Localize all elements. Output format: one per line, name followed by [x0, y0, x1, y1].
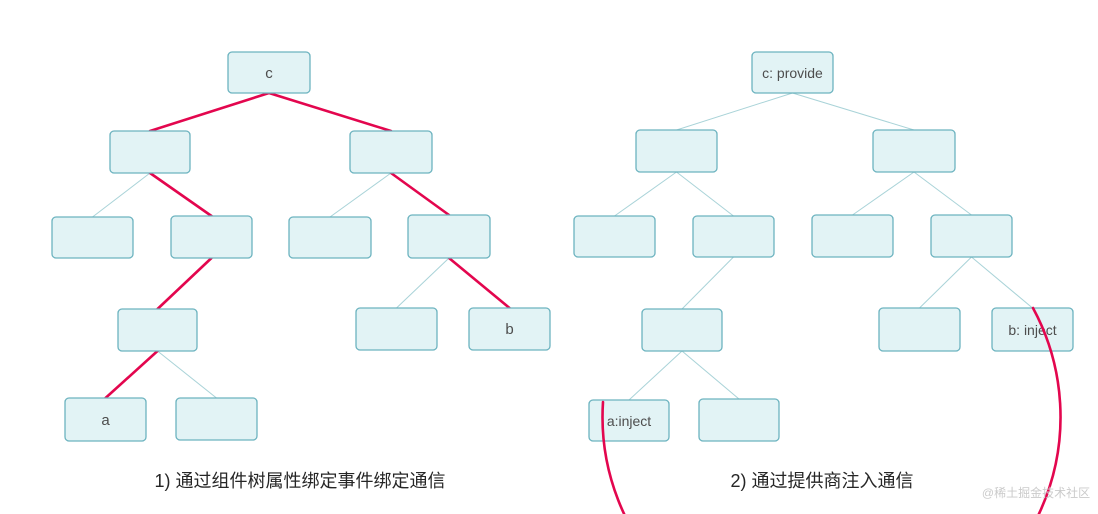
tree-node — [635, 129, 718, 173]
tree-node — [175, 397, 258, 441]
tree-edge — [676, 171, 734, 217]
tree-node — [109, 130, 191, 174]
highlight-edge — [389, 171, 451, 217]
tree-node-a — [64, 397, 147, 442]
tree-node-b — [468, 307, 551, 351]
tree-node — [355, 307, 438, 351]
highlight-edge — [148, 91, 271, 133]
highlight-edge — [148, 171, 213, 218]
tree-edge — [681, 350, 740, 400]
node-label: b: inject — [1008, 322, 1056, 338]
right-tree-nodes: a:inject b: inject — [573, 129, 1074, 442]
tree-edge — [628, 350, 683, 401]
tree-node — [170, 215, 253, 259]
tree-node — [878, 307, 961, 352]
highlight-edge — [156, 256, 213, 311]
left-tree-edges — [92, 91, 511, 400]
tree-node — [872, 129, 956, 173]
tree-node — [930, 214, 1013, 258]
left-diagram-caption: 1) 通过组件树属性绑定事件绑定通信 — [154, 471, 445, 491]
tree-node — [117, 308, 198, 352]
tree-edge — [329, 172, 392, 218]
tree-edge — [971, 256, 1033, 309]
node-label: a — [101, 412, 110, 429]
juejin-watermark: @稀土掘金技术社区 — [982, 485, 1090, 500]
tree-node — [288, 216, 372, 259]
highlight-edge — [267, 91, 393, 133]
tree-edge — [676, 92, 793, 131]
tree-node-c-provide: c: provide — [751, 51, 834, 94]
tree-edge — [92, 172, 151, 218]
tree-node — [573, 215, 656, 258]
tree-node — [641, 308, 723, 352]
right-diagram-caption: 2) 通过提供商注入通信 — [730, 471, 913, 491]
tree-node — [407, 214, 491, 259]
tree-edge — [852, 171, 915, 216]
tree-edge — [157, 350, 217, 399]
left-tree-nodes: c a b — [51, 51, 551, 442]
tree-edge — [681, 256, 734, 310]
tree-edge — [919, 256, 972, 309]
tree-node — [51, 216, 134, 259]
right-tree-edges — [614, 92, 1033, 401]
tree-node-root-provide — [751, 51, 834, 94]
node-label: c: provide — [762, 65, 823, 81]
node-label: b — [505, 321, 513, 338]
tree-edge — [396, 257, 450, 309]
tree-edge — [614, 171, 677, 217]
highlight-edge — [104, 349, 159, 400]
tree-edge — [792, 92, 915, 131]
tree-node-a-inject — [588, 399, 670, 442]
node-label: a:inject — [607, 413, 651, 429]
tree-node — [811, 214, 894, 258]
tree-node — [349, 130, 433, 174]
tree-node — [698, 398, 780, 442]
tree-node — [692, 215, 775, 258]
highlight-edge — [447, 256, 511, 310]
provide-inject-arc — [601, 306, 1062, 514]
node-label: c — [265, 65, 273, 82]
tree-node-root-c — [227, 51, 311, 94]
tree-edge — [913, 171, 972, 216]
